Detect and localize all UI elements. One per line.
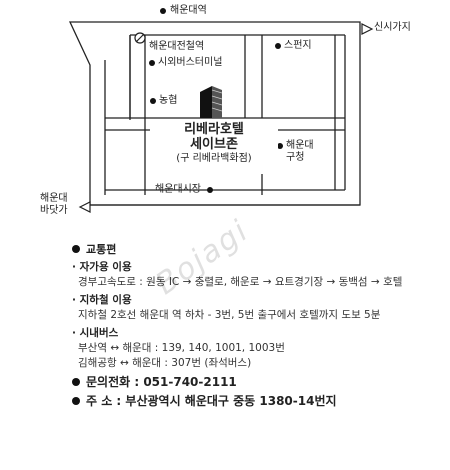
- nonghyup-label: 농협: [159, 95, 178, 106]
- bus-route-1: 부산역 ↔ 해운대 : 139, 140, 1001, 1003번: [78, 342, 285, 354]
- arrow-left-label: 해운대 바닷가: [40, 193, 68, 216]
- hotel-building-icon: [200, 86, 223, 118]
- address-line: 주 소 : 부산광역시 해운대구 중동 1380-14번지: [72, 394, 442, 409]
- arrow-right-label: 신시가지: [374, 22, 411, 33]
- station-top-dot: [160, 8, 166, 14]
- hotel-label-box: 리베라호텔 세이브존 (구 리베라백화점): [150, 122, 278, 174]
- bullet-icon: [72, 378, 80, 386]
- market-label: 해운대시장: [155, 184, 201, 195]
- spenji-label: 스펀지: [284, 40, 312, 51]
- arrow-right-icon: [361, 23, 374, 35]
- subway-station-label: 해운대전철역: [149, 41, 205, 52]
- subway-heading: · 지하철 이용: [72, 294, 132, 306]
- bus-heading: · 시내버스: [72, 327, 119, 339]
- district-office-label: 해운대 구청: [286, 140, 314, 163]
- hotel-former-name: (구 리베라백화점): [176, 153, 252, 164]
- transport-heading: 교통편: [72, 242, 442, 257]
- district-dot: [277, 143, 283, 149]
- nonghyup-dot: [150, 98, 156, 104]
- market-dot: [207, 187, 213, 193]
- arrow-left-icon: [78, 201, 91, 213]
- hotel-name: 리베라호텔: [184, 122, 244, 137]
- station-top-label: 해운대역: [170, 5, 207, 16]
- terminal-dot: [149, 60, 155, 66]
- phone-line: 문의전화 : 051-740-2111: [72, 375, 442, 390]
- bus-route-2: 김해공항 ↔ 해운대 : 307번 (좌석버스): [78, 357, 252, 369]
- car-heading: · 자가용 이용: [72, 261, 132, 273]
- bus-terminal-label: 시외버스터미널: [158, 57, 223, 68]
- subway-directions: 지하철 2호선 해운대 역 하차 - 3번, 5번 출구에서 호텔까지 도보 5…: [78, 309, 381, 321]
- spenji-dot: [275, 43, 281, 49]
- car-directions: 경부고속도로 : 원동 IC → 충렬로, 해운로 → 요트경기장 → 동백섬 …: [78, 276, 403, 288]
- directions-info: 교통편 · 자가용 이용 경부고속도로 : 원동 IC → 충렬로, 해운로 →…: [72, 242, 442, 409]
- hotel-subname: 세이브존: [190, 137, 238, 152]
- bullet-icon: [72, 397, 80, 405]
- bullet-icon: [72, 245, 80, 253]
